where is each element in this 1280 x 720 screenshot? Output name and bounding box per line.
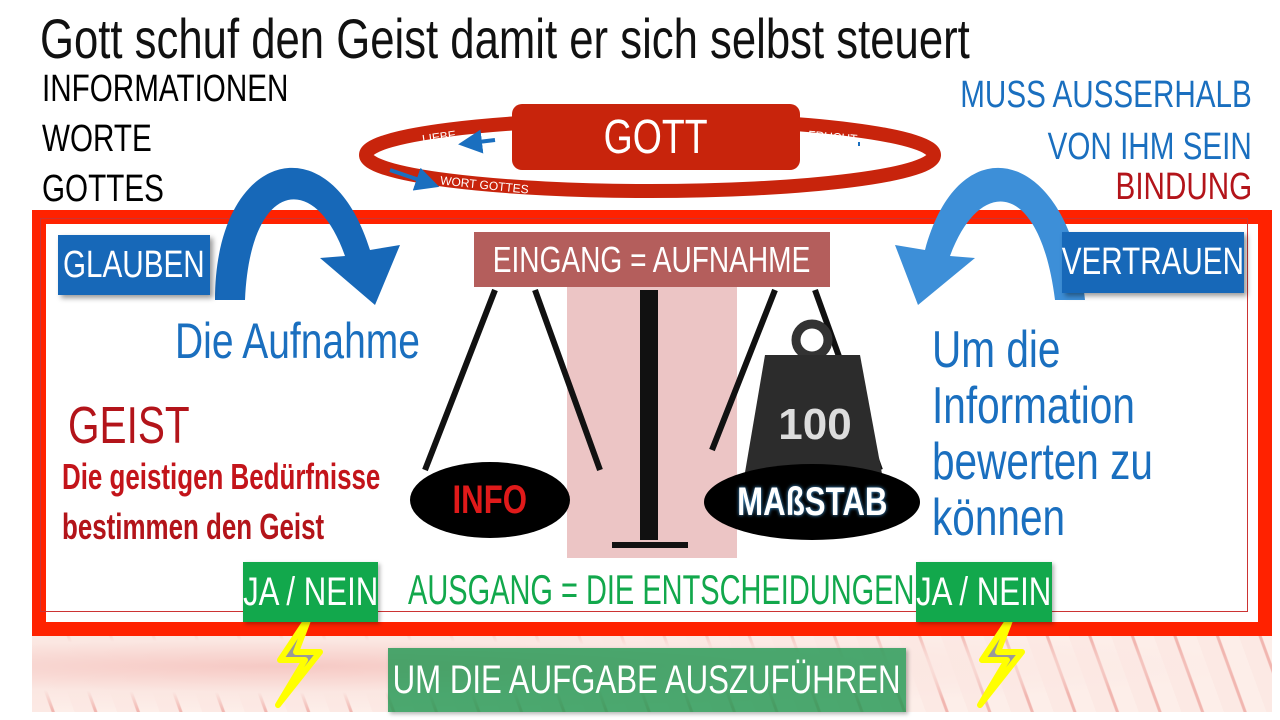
evaluate-line-3: bewerten zu [932, 433, 1153, 491]
left-label-2: WORTE [42, 118, 152, 160]
geist-title: GEIST [68, 397, 190, 455]
massstab-label: MAßSTAB [736, 479, 888, 524]
evaluate-text: Um die Information bewerten zu können [932, 322, 1153, 546]
frame-inner-border [40, 218, 1248, 612]
evaluate-line-1: Um die [932, 321, 1061, 379]
aufnahme-text: Die Aufnahme [175, 313, 420, 369]
glauben-curved-arrow-icon [215, 167, 400, 305]
aufgabe-label: UM DIE AUFGABE AUSZUFÜHREN [393, 657, 901, 702]
lightning-left-icon [275, 612, 323, 708]
right-label-2: VON IHM SEIN [1047, 126, 1252, 168]
gott-box: GOTT [512, 104, 800, 170]
aufgabe-box: UM DIE AUFGABE AUSZUFÜHREN [388, 648, 906, 712]
ausgang-text: AUSGANG = DIE ENTSCHEIDUNGEN [408, 566, 915, 613]
gott-label: GOTT [604, 110, 708, 164]
lightning-right-icon [977, 612, 1025, 708]
wort-arrow-icon [389, 167, 440, 191]
liebe-arrow-icon [458, 129, 496, 154]
ja-nein-right-label: JA / NEIN [916, 569, 1052, 614]
scale-pole [640, 290, 658, 540]
left-label-3: GOTTES [42, 168, 164, 210]
evaluate-line-4: können [932, 489, 1066, 547]
ja-nein-left-label: JA / NEIN [242, 569, 379, 614]
weight-label: 100 [778, 400, 852, 449]
glauben-box: GLAUBEN [58, 235, 210, 295]
eingang-label: EINGANG = AUFNAHME [493, 238, 811, 280]
slide-title: Gott schuf den Geist damit er sich selbs… [40, 7, 970, 70]
geist-line-2: bestimmen den Geist [62, 506, 325, 547]
scale-base [612, 542, 688, 548]
glauben-label: GLAUBEN [63, 243, 205, 286]
vertrauen-curved-arrow-icon [895, 167, 1085, 305]
vertrauen-box: VERTRAUEN [1062, 232, 1244, 293]
evaluate-line-2: Information [932, 377, 1135, 435]
ja-nein-left-box: JA / NEIN [243, 562, 378, 622]
ja-nein-right-box: JA / NEIN [916, 562, 1052, 622]
right-label-bindung: BINDUNG [1115, 166, 1252, 208]
vertrauen-label: VERTRAUEN [1061, 241, 1245, 283]
geist-line-1: Die geistigen Bedürfnisse [62, 456, 381, 497]
left-label-1: INFORMATIONEN [42, 68, 289, 110]
info-pan [410, 462, 570, 538]
eingang-box: EINGANG = AUFNAHME [474, 232, 830, 287]
right-label-1: MUSS AUSSERHALB [960, 74, 1252, 116]
weight-icon [742, 355, 885, 490]
massstab-pan [704, 464, 920, 540]
weight-ring [791, 319, 833, 361]
info-label: INFO [452, 477, 528, 522]
